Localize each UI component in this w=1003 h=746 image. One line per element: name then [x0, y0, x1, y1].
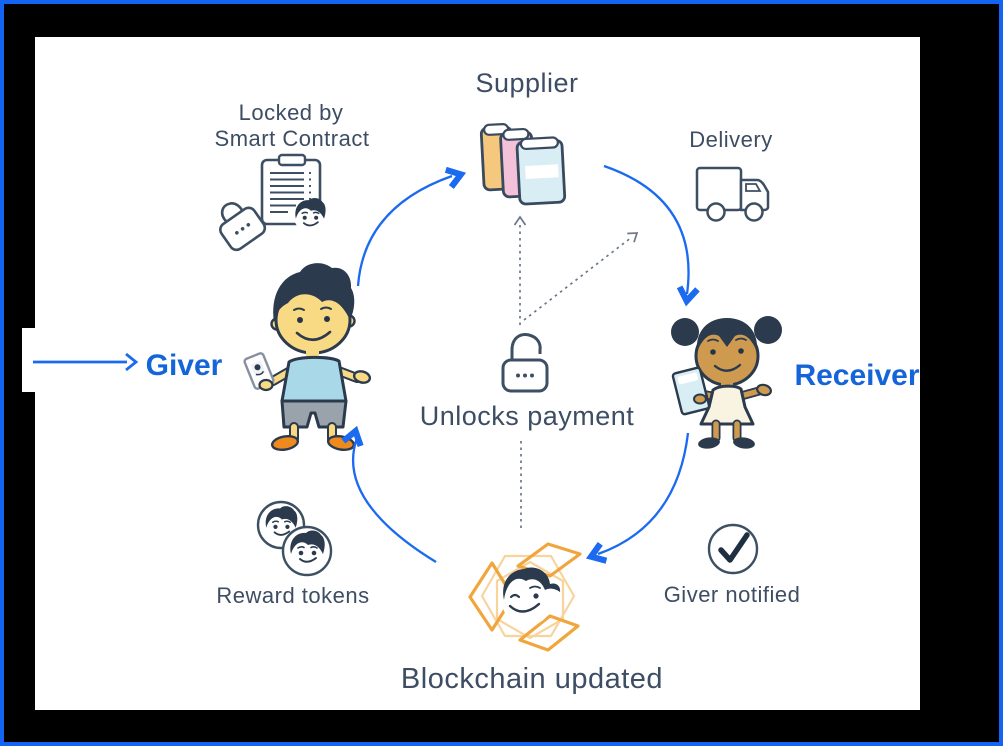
receiver-label: Receiver: [794, 359, 920, 392]
diagram-panel: [35, 37, 920, 710]
delivery-label: Delivery: [689, 127, 773, 152]
arrow-receiver-to-blockchain: [597, 432, 690, 556]
books-icon: [479, 122, 567, 206]
locked-label-line2: Smart Contract: [214, 126, 370, 151]
dashed-links: [513, 215, 639, 531]
blockchain-icon: [468, 542, 582, 652]
left-edge-notch: [22, 328, 38, 392]
clipboard-lock-face-icon: [219, 153, 328, 252]
dashed-link-to-delivery: [523, 236, 633, 321]
arrow-giver-to-supplier: [356, 174, 453, 287]
reward-tokens-icon: [256, 500, 333, 577]
giver-character: [243, 263, 372, 451]
giver-notified-label: Giver notified: [663, 582, 801, 607]
arrow-blockchain-to-giver: [352, 437, 437, 563]
check-circle-icon: [707, 523, 759, 575]
locked-label-line1: Locked by: [238, 100, 344, 125]
arrow-supplier-to-receiver: [603, 164, 690, 295]
giver-label: Giver: [145, 349, 223, 382]
reward-tokens-label: Reward tokens: [216, 583, 370, 608]
receiver-character: [671, 316, 782, 449]
cycle-arrows: [33, 164, 700, 564]
small-lock-icon: [219, 202, 267, 252]
delivery-truck-icon: [695, 166, 770, 222]
supplier-label: Supplier: [475, 68, 579, 98]
unlocks-payment-label: Unlocks payment: [419, 401, 635, 431]
open-padlock-icon: [501, 333, 549, 393]
blockchain-face: [502, 567, 561, 626]
blockchain-updated-label: Blockchain updated: [400, 663, 664, 695]
